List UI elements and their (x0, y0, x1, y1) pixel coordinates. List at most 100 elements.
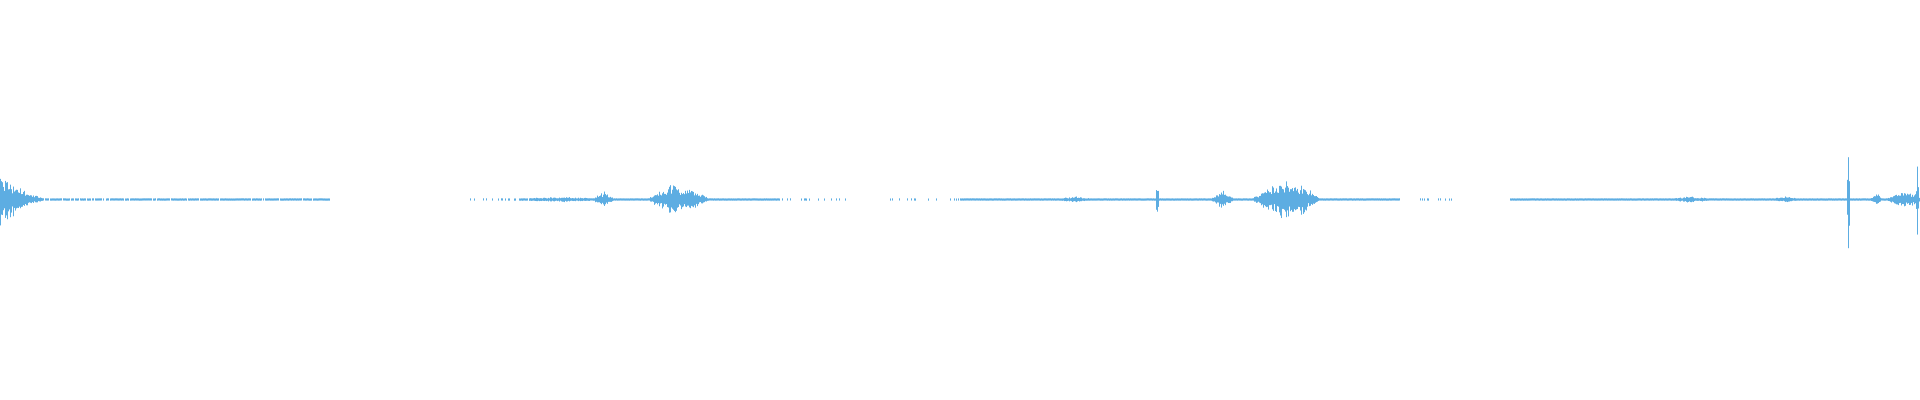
waveform-sample (1581, 198, 1582, 201)
waveform-sample (1877, 195, 1878, 204)
waveform-sample (95, 198, 96, 201)
waveform-sample (1741, 198, 1742, 201)
waveform-sample (1690, 197, 1691, 203)
waveform-sample (687, 190, 688, 206)
waveform-sample (618, 198, 619, 201)
waveform-sample (1127, 198, 1128, 201)
waveform-sample (1109, 198, 1110, 201)
waveform-sample (1765, 198, 1766, 201)
waveform-sample (1060, 198, 1061, 201)
waveform-sample (899, 198, 900, 201)
waveform-sample (969, 198, 970, 201)
waveform-sample (1754, 198, 1755, 201)
waveform-sample (1253, 198, 1254, 201)
waveform-sample (1607, 198, 1608, 201)
waveform-sample (1061, 198, 1062, 201)
waveform-sample (805, 198, 806, 201)
waveform-sample (1272, 186, 1273, 210)
waveform-sample (1367, 198, 1368, 201)
waveform-sample (749, 198, 750, 201)
waveform-sample (683, 193, 684, 207)
waveform-bars (0, 157, 1920, 249)
waveform-sample (1067, 198, 1068, 202)
waveform-sample (1144, 198, 1145, 201)
waveform-sample (1140, 198, 1141, 201)
waveform-sample (1615, 198, 1616, 201)
waveform-sample (614, 198, 615, 201)
waveform-sample (629, 198, 630, 201)
waveform-sample (1805, 198, 1806, 201)
waveform-sample (321, 198, 322, 201)
waveform-sample (1620, 198, 1621, 201)
waveform-sample (1286, 181, 1287, 218)
waveform-sample (1250, 198, 1251, 201)
waveform-sample (294, 198, 295, 201)
waveform-sample (541, 198, 542, 202)
waveform-sample (1800, 198, 1801, 201)
waveform-sample (11, 189, 12, 213)
waveform-sample (520, 198, 521, 201)
waveform-sample (1767, 198, 1768, 201)
waveform-sample (641, 198, 642, 201)
waveform-sample (557, 198, 558, 202)
waveform-sample (1764, 198, 1765, 201)
waveform-sample (146, 198, 147, 201)
waveform-sample (19, 192, 20, 207)
waveform-sample (299, 198, 300, 201)
waveform-sample (285, 198, 286, 201)
waveform-sample (232, 198, 233, 201)
waveform-sample (257, 198, 258, 201)
waveform-sample (1251, 198, 1252, 201)
waveform-sample (1775, 198, 1776, 201)
waveform-sample (1680, 197, 1681, 202)
waveform-sample (1273, 187, 1274, 211)
waveform-sample (723, 198, 724, 201)
waveform-sample (554, 197, 555, 202)
waveform-sample (804, 198, 805, 201)
waveform-sample (144, 198, 145, 201)
waveform-sample (1268, 191, 1269, 210)
waveform-sample (1656, 198, 1657, 201)
waveform-sample (839, 198, 840, 201)
waveform-sample (93, 198, 94, 201)
waveform-sample (59, 198, 60, 201)
waveform-sample (118, 198, 119, 201)
waveform-sample (166, 198, 167, 201)
waveform-sample (82, 198, 83, 201)
waveform-sample (1860, 198, 1861, 201)
waveform-sample (200, 198, 201, 201)
waveform-sample (1440, 198, 1441, 201)
waveform-sample (1302, 193, 1303, 208)
waveform-sample (1221, 192, 1222, 208)
waveform-sample (1769, 198, 1770, 201)
waveform-sample (1158, 190, 1159, 207)
waveform-sample (1650, 198, 1651, 201)
waveform-sample (787, 198, 788, 201)
waveform-sample (261, 198, 262, 201)
waveform-sample (1087, 198, 1088, 201)
waveform-sample (769, 198, 770, 201)
waveform-sample (613, 198, 614, 201)
waveform-sample (1854, 198, 1855, 201)
waveform-sample (1589, 198, 1590, 201)
waveform-sample (295, 198, 296, 201)
waveform-sample (831, 198, 832, 201)
waveform-sample (1855, 198, 1856, 201)
waveform-sample (778, 198, 779, 201)
waveform-sample (1254, 196, 1255, 202)
waveform-sample (23, 191, 24, 206)
waveform-sample (318, 198, 319, 201)
waveform-sample (1717, 198, 1718, 201)
waveform-sample (1181, 198, 1182, 201)
waveform-sample (1862, 198, 1863, 201)
waveform-sample (1727, 198, 1728, 201)
waveform-sample (1390, 198, 1391, 201)
waveform-sample (1161, 198, 1162, 201)
waveform-sample (764, 198, 765, 201)
waveform-sample (928, 198, 929, 201)
waveform-sample (1711, 198, 1712, 201)
waveform-sample (48, 198, 49, 201)
waveform-sample (1734, 198, 1735, 201)
waveform-sample (1208, 198, 1209, 201)
